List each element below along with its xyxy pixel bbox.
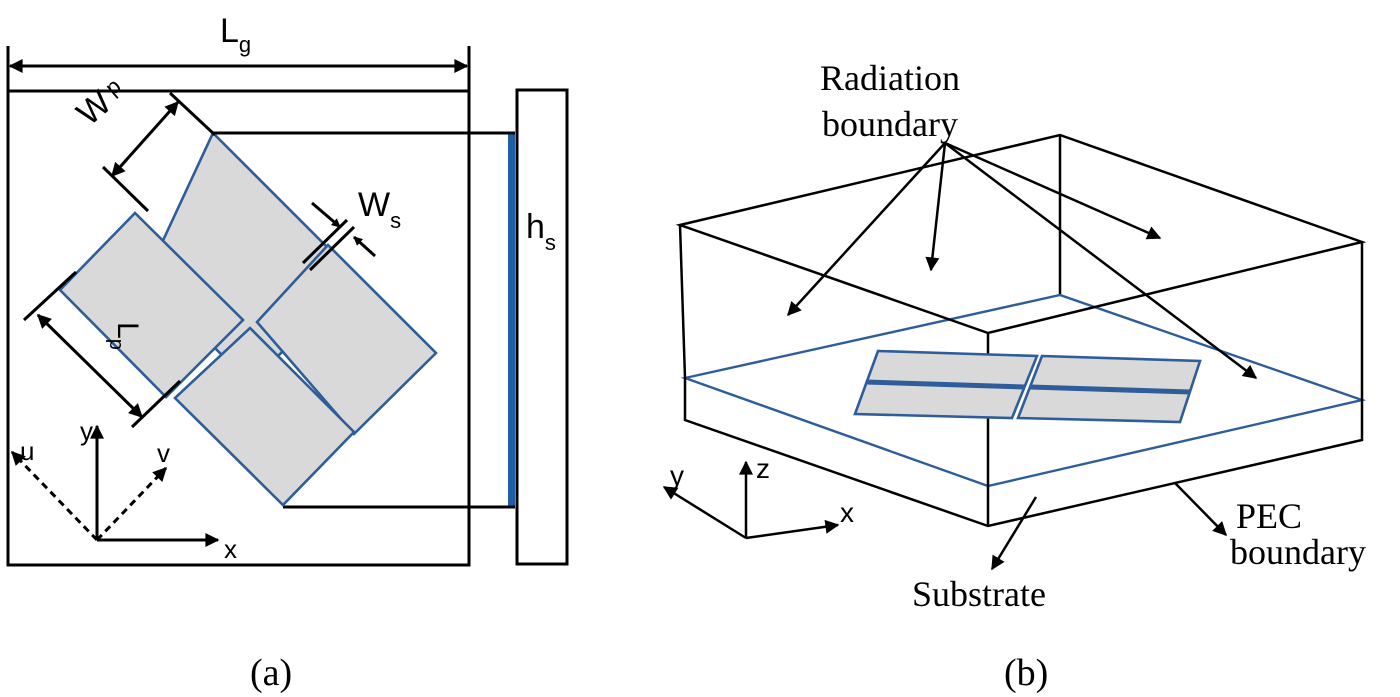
radiation-arrow-left: [787, 142, 946, 317]
lp-label: Lp: [105, 322, 144, 350]
axis-v-arrow: [95, 466, 168, 542]
patch-left: [58, 211, 245, 399]
pec-arrow: [1174, 482, 1227, 536]
substrate-side-view: [515, 88, 569, 566]
ws-extension-2: [308, 225, 356, 272]
caption-a: (a): [250, 652, 292, 694]
axis3d-y-label: y: [670, 460, 684, 491]
radiation-arrow-right-top: [944, 141, 1162, 240]
wp-extension-top: [168, 91, 217, 137]
feed-strip: [508, 133, 515, 507]
substrate-label: Substrate: [912, 574, 1046, 614]
lg-label: Lg: [220, 12, 251, 57]
axis-v-label: v: [157, 438, 170, 468]
axis-u-label: u: [20, 436, 34, 466]
patch-bottom: [173, 326, 356, 507]
panel-a-top-view: Lg Wp Ws hs Lp y x u v (a): [6, 12, 569, 694]
lp-extension-bottom: [130, 379, 182, 429]
radiation-box-left-edge: [678, 224, 687, 379]
radiation-arrow-top: [925, 142, 947, 272]
panel-b-3d-view: Radiation boundary PEC boundary Substrat…: [662, 58, 1367, 694]
patch-right: [255, 243, 438, 436]
pec-boundary-line1: PEC: [1236, 496, 1302, 536]
axis3d-y-arrow: [662, 485, 747, 540]
axis3d-x-label: x: [840, 497, 854, 528]
ground-plane-outline: [6, 89, 471, 567]
ws-arrow-in: [311, 201, 341, 229]
slot-left: [865, 379, 1026, 390]
pec-boundary-line2: boundary: [1230, 532, 1366, 572]
axis3d-z-label: z: [756, 453, 770, 484]
radiation-boundary-line2: boundary: [822, 104, 958, 144]
lp-dimension-arrow: [36, 313, 144, 419]
wp-dimension-arrow: [110, 100, 180, 178]
lp-extension-top: [22, 270, 78, 322]
wp-extension-bottom: [101, 165, 150, 213]
ws-arrow-out: [352, 235, 377, 258]
axis3d-x-arrow: [745, 519, 840, 540]
slot-right: [1029, 384, 1191, 395]
axis-y-label: y: [80, 416, 93, 446]
radiation-boundary-line1: Radiation: [820, 58, 960, 98]
substrate-arrow: [990, 496, 1038, 571]
caption-b: (b): [1004, 652, 1048, 694]
axis-x-label: x: [224, 534, 237, 564]
axis-u-arrow: [10, 450, 99, 542]
ws-label: Ws: [358, 186, 401, 233]
hs-label: hs: [526, 208, 556, 255]
radiation-arrow-right-bottom: [944, 142, 1258, 379]
wp-label: Wp: [70, 72, 133, 133]
